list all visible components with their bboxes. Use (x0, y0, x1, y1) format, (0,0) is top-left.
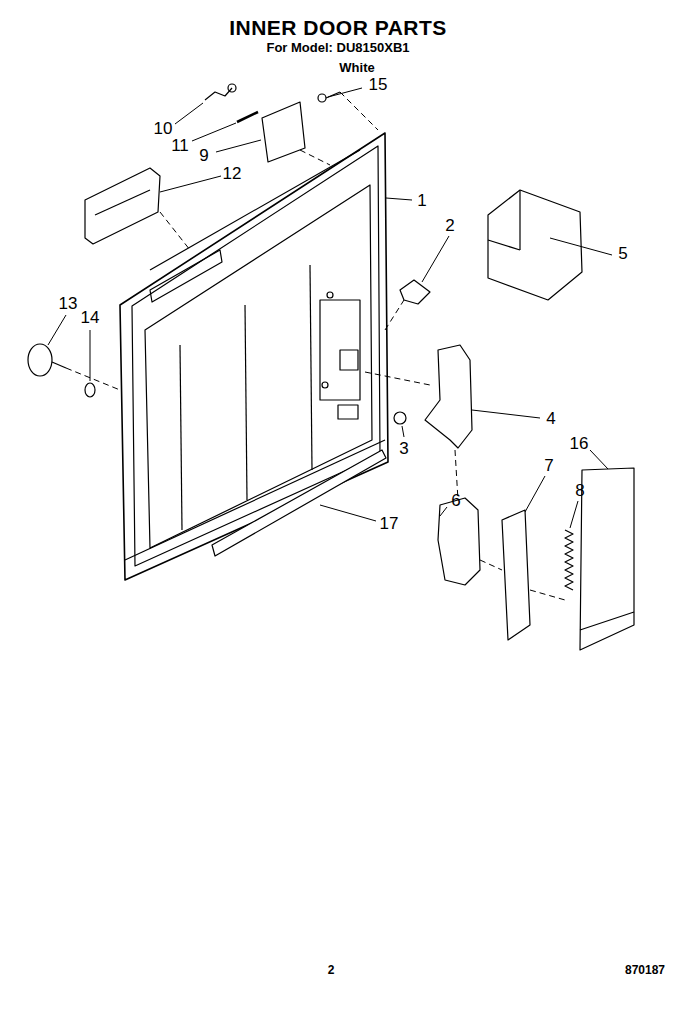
color-note: White (339, 61, 374, 74)
callout-number: 3 (399, 440, 408, 457)
callout-number: 8 (575, 482, 584, 499)
callout-number: 5 (618, 245, 627, 262)
diagram-title: INNER DOOR PARTS (229, 17, 447, 38)
inner-door (120, 133, 388, 580)
callout-number: 14 (81, 309, 100, 326)
callout-number: 6 (451, 492, 460, 509)
drawing-number: 870187 (625, 964, 665, 976)
callout-number: 17 (380, 515, 399, 532)
page-number: 2 (328, 964, 335, 976)
callout-number: 9 (199, 147, 208, 164)
callout-number: 12 (223, 165, 242, 182)
callout-number: 10 (154, 120, 173, 137)
callout-number: 1 (417, 192, 426, 209)
callout-number: 16 (570, 435, 589, 452)
callout-number: 4 (546, 410, 555, 427)
callout-number: 7 (544, 457, 553, 474)
callout-number: 13 (59, 295, 78, 312)
callout-number: 15 (369, 76, 388, 93)
model-number: For Model: DU8150XB1 (266, 41, 409, 54)
callout-number: 11 (171, 137, 189, 154)
callout-number: 2 (445, 217, 454, 234)
